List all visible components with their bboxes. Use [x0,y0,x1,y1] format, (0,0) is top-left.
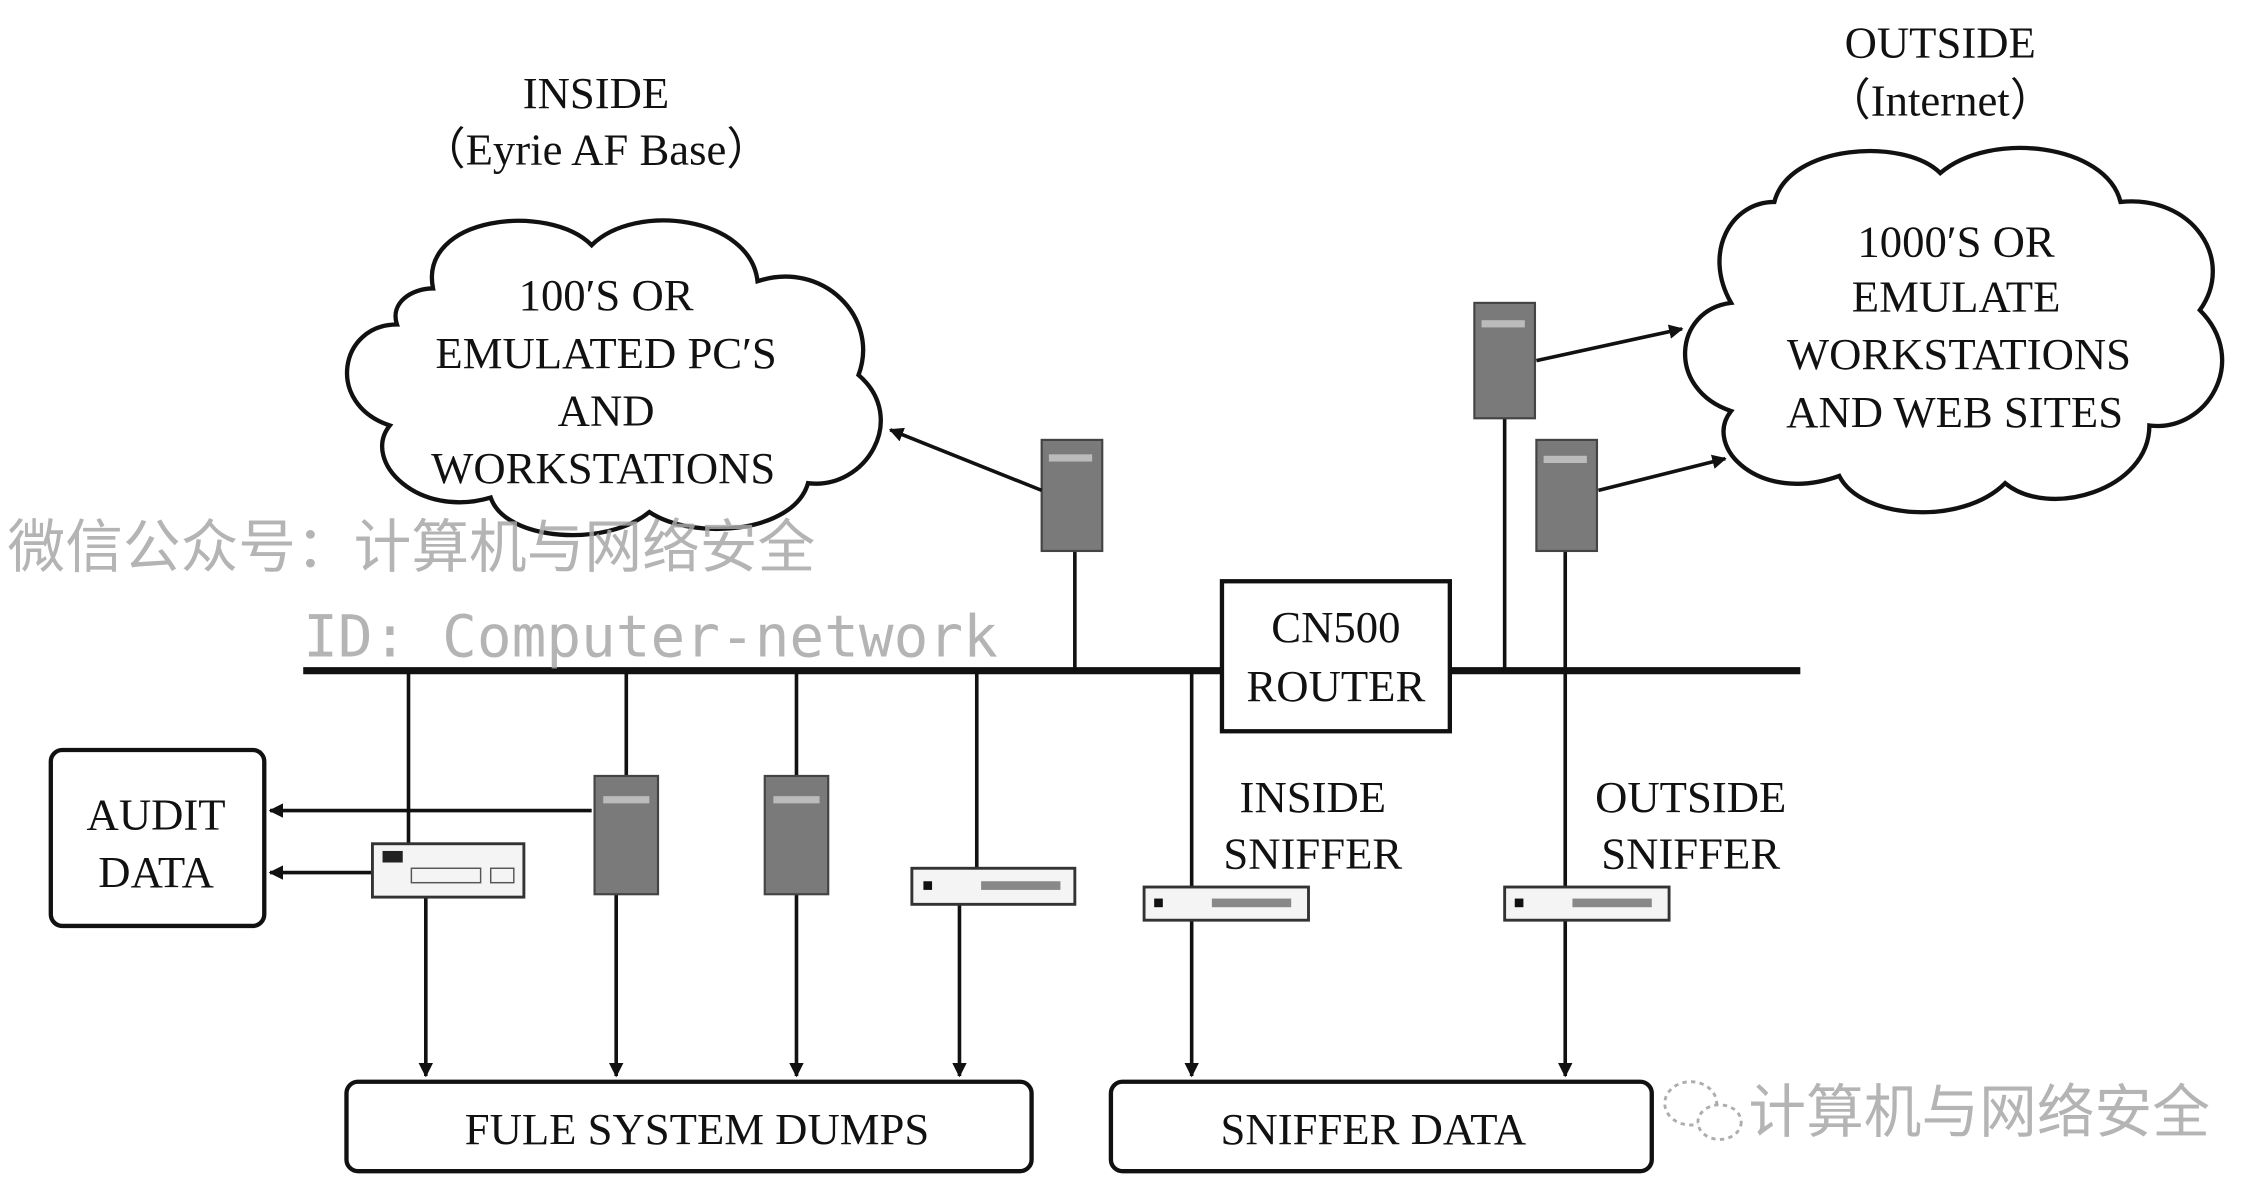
svg-text:FULE SYSTEM DUMPS: FULE SYSTEM DUMPS [465,1104,930,1154]
router-box [1219,579,1453,734]
inside-title: INSIDE [523,68,670,118]
inside-sniffer-label: SNIFFER [1223,828,1402,878]
inside-cloud-text: 100′S OR EMULATED PC′S AND WORKSTATIONS [431,270,777,493]
wechat-icon [1663,1080,1743,1141]
server-icon [763,774,830,896]
svg-text:AND WEB SITES: AND WEB SITES [1786,387,2123,437]
inside-cloud [344,218,883,538]
svg-text:100′S OR: 100′S OR [519,270,694,320]
router-label: ROUTER [1246,661,1425,711]
svg-text:WORKSTATIONS: WORKSTATIONS [1787,329,2131,379]
outside-sniffer-device-icon [1503,885,1671,922]
network-device-icon [910,866,1077,906]
router-label: CN500 [1271,602,1400,652]
inside-sniffer-label: INSIDE [1240,772,1387,822]
svg-text:DATA: DATA [98,847,214,897]
outside-sniffer-label: SNIFFER [1601,828,1780,878]
watermark-logo-text: 计算机与网络安全 [1748,1078,2210,1146]
server-icon [593,774,660,896]
outside-sniffer-label: OUTSIDE [1595,772,1786,822]
svg-text:AUDIT: AUDIT [87,789,226,839]
arrow [888,427,1043,493]
outside-cloud [1682,145,2225,515]
watermark-line2: ID: Computer-network [303,602,998,670]
file-system-dumps-box [344,1079,1034,1174]
outside-subtitle: （Internet） [1826,75,2054,125]
svg-text:1000′S OR: 1000′S OR [1857,217,2055,267]
outside-title: OUTSIDE [1845,18,2036,68]
audit-data-box [48,747,267,929]
svg-text:EMULATED PC′S: EMULATED PC′S [435,328,776,378]
sniffer-data-box [1108,1079,1654,1174]
svg-text:WORKSTATIONS: WORKSTATIONS [431,443,775,493]
watermark-line1: 微信公众号：计算机与网络安全 [8,513,816,581]
server-icon [1473,301,1537,420]
svg-text:EMULATE: EMULATE [1852,272,2061,322]
inside-sniffer-device-icon [1142,885,1310,922]
outside-cloud-text: 1000′S OR EMULATE WORKSTATIONS AND WEB S… [1786,217,2131,437]
svg-text:AND: AND [558,385,655,435]
svg-text:SNIFFER DATA: SNIFFER DATA [1221,1104,1527,1154]
inside-subtitle: （Eyrie AF Base） [421,124,771,174]
